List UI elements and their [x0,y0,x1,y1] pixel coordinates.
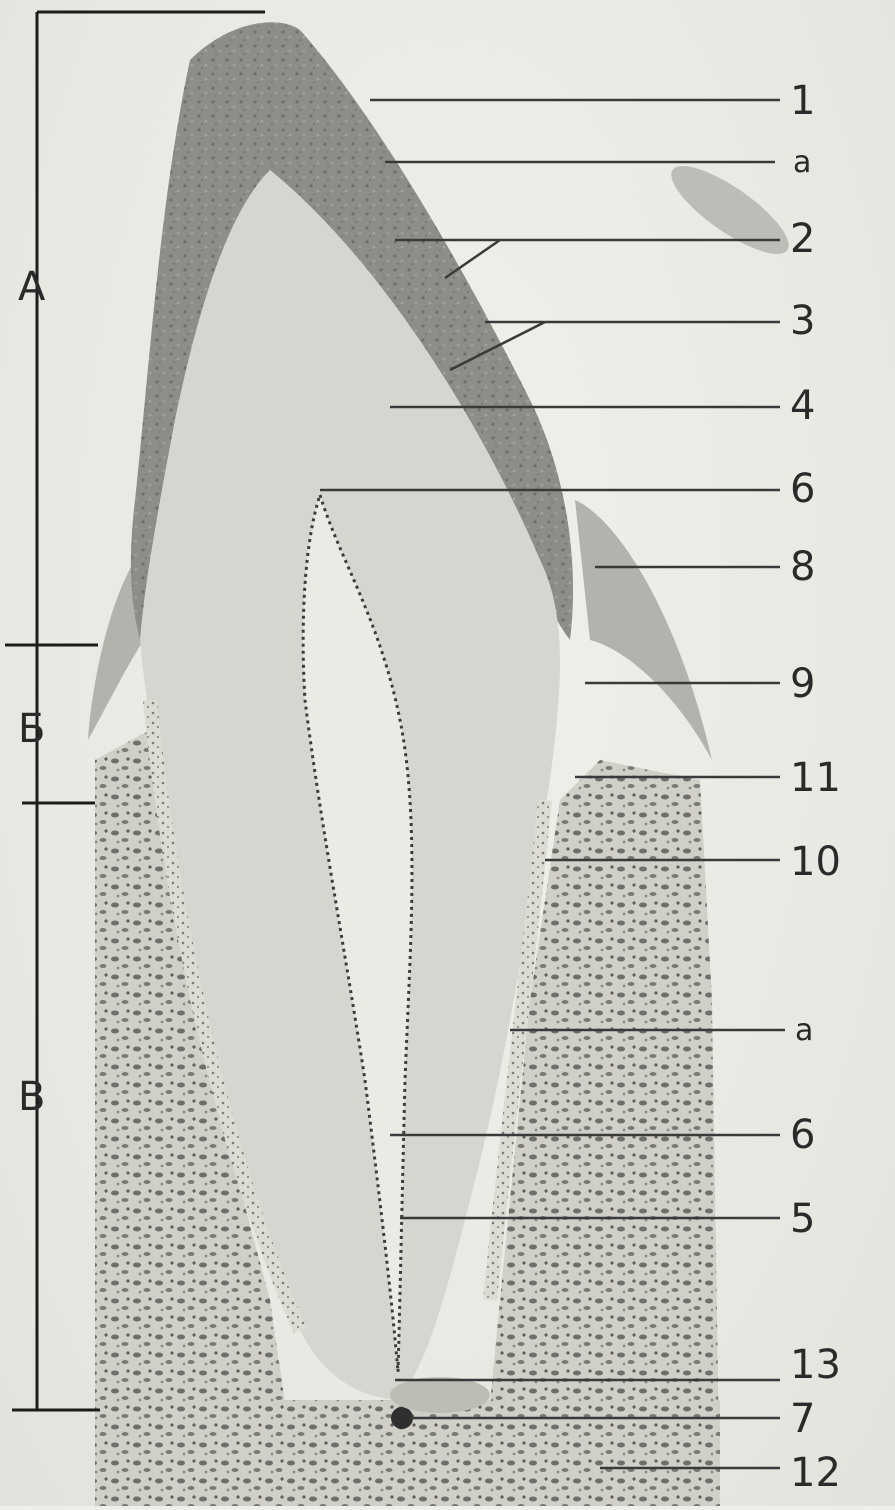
label-7: 7 [790,1396,815,1442]
right-gingival-flap [575,500,712,760]
label-6-top: 6 [790,466,815,512]
label-6-bottom: 6 [790,1112,815,1158]
label-3: 3 [790,298,815,344]
zone-label-b: Б [18,706,45,752]
label-a-top: а [793,145,811,180]
stain-smudge [660,152,800,268]
label-8: 8 [790,544,815,590]
label-9: 9 [790,661,815,707]
label-11: 11 [790,755,841,801]
label-5: 5 [790,1196,815,1242]
label-2: 2 [790,216,815,262]
label-13: 13 [790,1342,841,1388]
label-12: 12 [790,1450,841,1496]
label-1: 1 [790,78,815,124]
root-nucleus [391,1407,413,1429]
label-4: 4 [790,383,815,429]
zone-label-a: А [18,264,46,310]
zone-label-v: В [18,1074,45,1120]
label-10: 10 [790,839,841,885]
basal-cell-cluster [390,1377,490,1413]
label-a-bottom: а [795,1013,813,1048]
